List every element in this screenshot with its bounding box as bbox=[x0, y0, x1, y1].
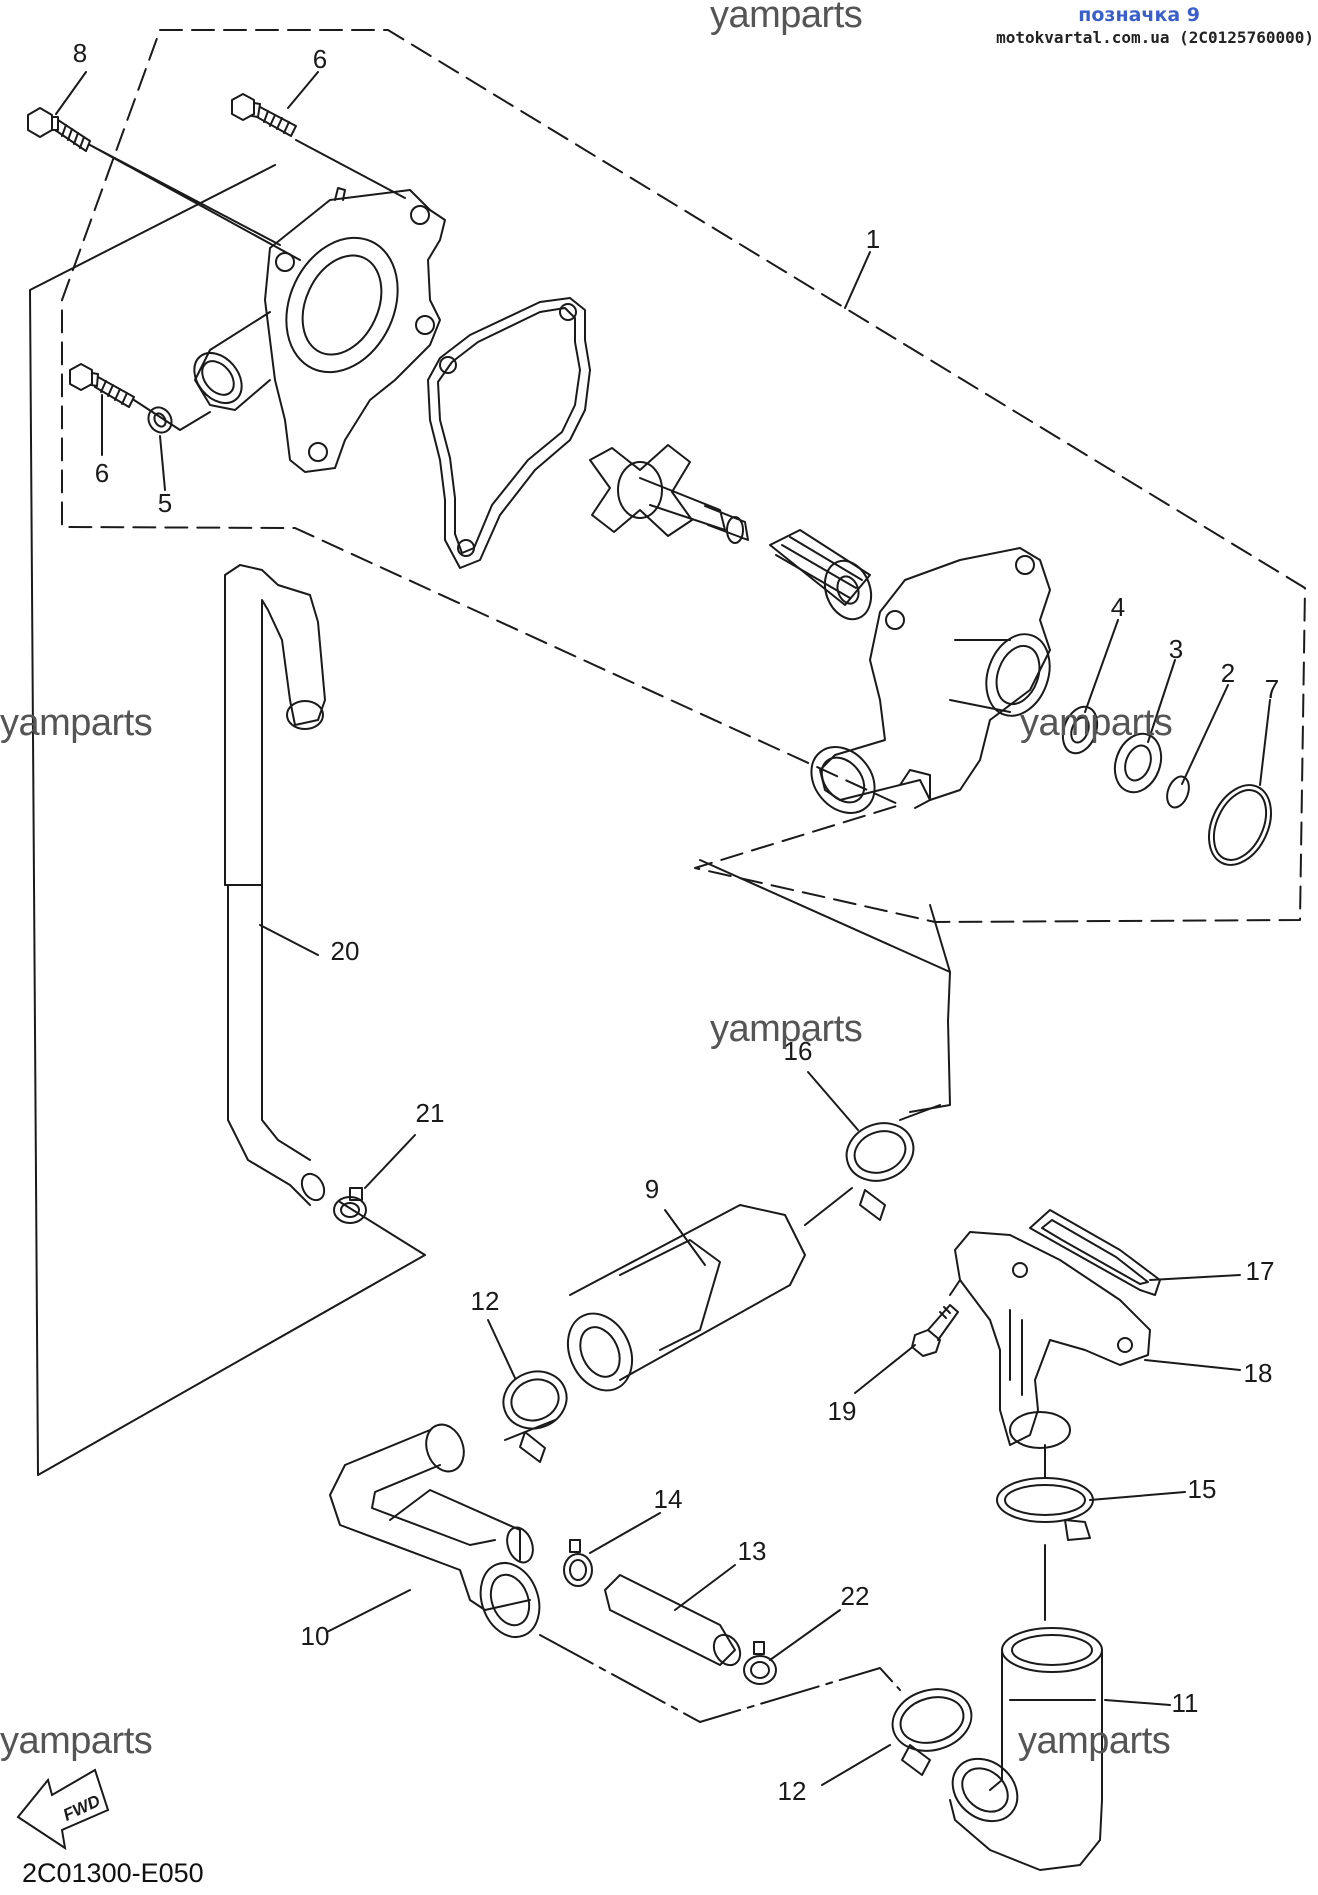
watermark: yamparts bbox=[710, 1008, 863, 1050]
oil-seal-4-icon bbox=[1061, 705, 1099, 755]
bolt-19-icon bbox=[911, 1304, 959, 1357]
clamp-22-icon bbox=[743, 1641, 777, 1685]
callout-19: 19 bbox=[828, 1396, 857, 1426]
callout-9: 9 bbox=[645, 1174, 659, 1204]
callout-17: 17 bbox=[1246, 1256, 1275, 1286]
clamp-12-lower-icon bbox=[891, 1688, 973, 1776]
clamp-15-icon bbox=[996, 1477, 1094, 1541]
clamp-21-icon bbox=[333, 1187, 367, 1224]
callout-4: 4 bbox=[1111, 592, 1125, 622]
o-ring-7-icon bbox=[1208, 784, 1272, 866]
watermark: yamparts bbox=[0, 1720, 153, 1762]
clamp-12-upper-icon bbox=[502, 1370, 568, 1463]
callout-5: 5 bbox=[158, 488, 172, 518]
gasket-icon bbox=[427, 297, 591, 569]
watermark: yamparts bbox=[1018, 1720, 1171, 1762]
bolt-8-icon bbox=[27, 107, 91, 152]
bolt-6-left-icon bbox=[69, 363, 135, 408]
callout-22: 22 bbox=[841, 1581, 870, 1611]
pump-cover-icon bbox=[193, 187, 446, 473]
source-url: motokvartal.com.ua (2C0125760000) bbox=[996, 28, 1314, 47]
callout-1: 1 bbox=[866, 224, 880, 254]
pipe-10-icon bbox=[329, 1423, 541, 1638]
lower-outline-right bbox=[699, 859, 951, 1113]
watermark: yamparts bbox=[1020, 702, 1173, 744]
pump-housing-icon bbox=[810, 547, 1051, 814]
thermostat-cover-18-icon bbox=[954, 1231, 1151, 1449]
gasket-17-icon bbox=[1029, 1209, 1161, 1296]
callout-7: 7 bbox=[1265, 674, 1279, 704]
callout-12-upper: 12 bbox=[471, 1286, 500, 1316]
callout-10: 10 bbox=[301, 1621, 330, 1651]
callout-16: 16 bbox=[784, 1036, 813, 1066]
hose-13-icon bbox=[604, 1574, 742, 1667]
circlip-2-icon bbox=[1166, 775, 1190, 809]
hose-11-icon bbox=[949, 1627, 1103, 1871]
callout-2: 2 bbox=[1221, 658, 1235, 688]
callout-21: 21 bbox=[416, 1098, 445, 1128]
hose-20-icon bbox=[224, 564, 326, 1206]
lower-outline-solid bbox=[29, 164, 426, 1476]
hose-9-icon bbox=[566, 1204, 806, 1392]
callout-8: 8 bbox=[73, 38, 87, 68]
clamp-16-icon bbox=[845, 1122, 915, 1221]
callout-11: 11 bbox=[1172, 1688, 1199, 1718]
bolt-6-top-icon bbox=[231, 93, 297, 137]
watermark: yamparts bbox=[0, 702, 153, 744]
watermark: yamparts bbox=[710, 0, 863, 36]
callout-6-left: 6 bbox=[95, 458, 109, 488]
callout-3: 3 bbox=[1169, 634, 1183, 664]
callout-15: 15 bbox=[1188, 1474, 1217, 1504]
clamp-14-icon bbox=[563, 1539, 593, 1587]
assembly-outline-dashed bbox=[61, 29, 1306, 923]
impeller-icon bbox=[589, 444, 749, 544]
callout-14: 14 bbox=[654, 1484, 683, 1514]
bearing-3-icon bbox=[1113, 732, 1163, 794]
mechanical-seal-icon bbox=[769, 529, 873, 621]
callout-12-lower: 12 bbox=[778, 1776, 807, 1806]
callout-6-top: 6 bbox=[313, 44, 327, 74]
reference-tag: позначка 9 bbox=[1078, 4, 1200, 26]
diagram-code: 2C01300-E050 bbox=[22, 1858, 204, 1888]
callout-18: 18 bbox=[1244, 1358, 1273, 1388]
fwd-arrow-icon: FWD bbox=[16, 1768, 110, 1851]
callout-13: 13 bbox=[738, 1536, 767, 1566]
washer-5-icon bbox=[147, 406, 173, 434]
callout-20: 20 bbox=[331, 936, 360, 966]
